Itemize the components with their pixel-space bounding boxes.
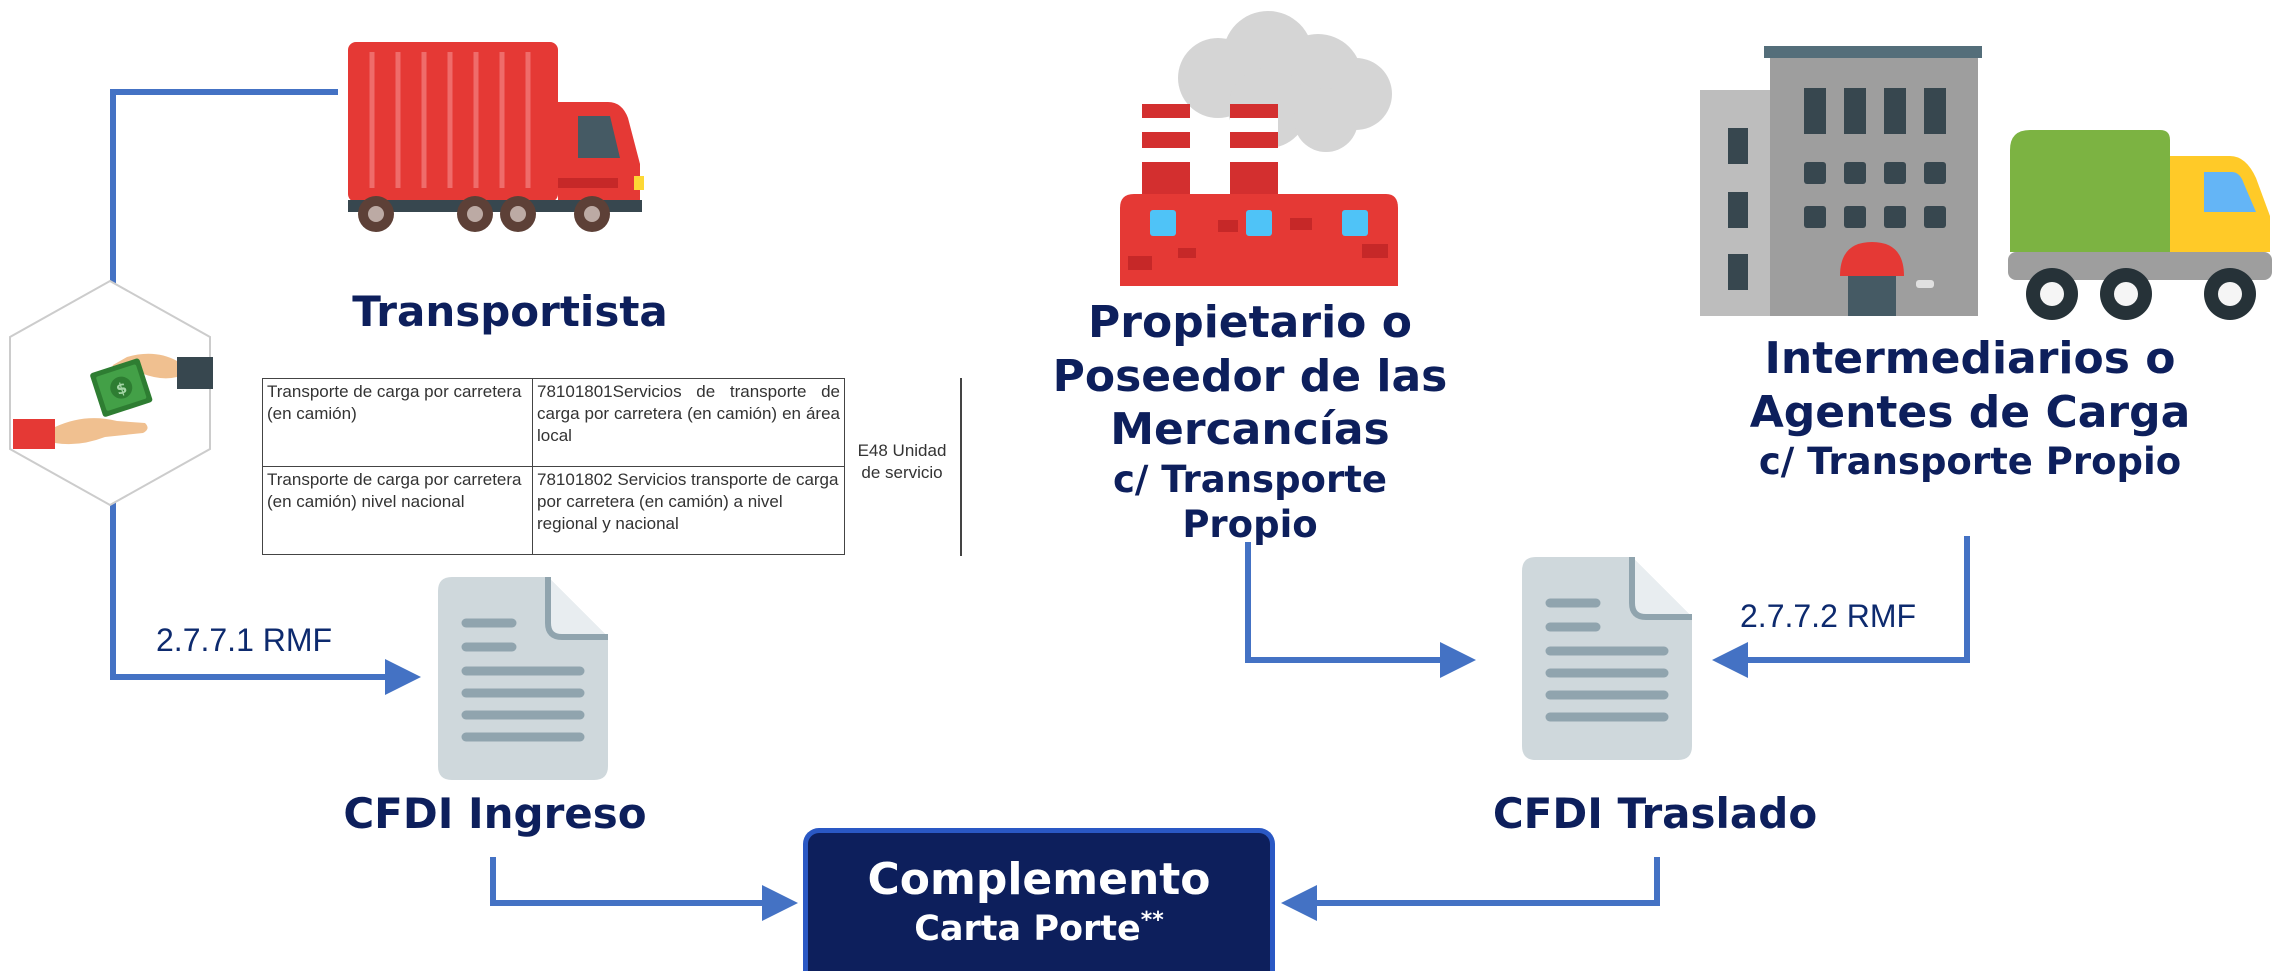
complemento-line-2: Carta Porte**	[808, 906, 1270, 953]
intermediarios-line-3: c/ Transporte Propio	[1758, 440, 2182, 484]
document-icon	[438, 577, 608, 780]
complemento-carta-porte-label: Carta Porte	[914, 908, 1141, 949]
propietario-line-3: Mercancías	[1110, 404, 1390, 456]
arrow-cfdi-ingreso-to-complemento	[490, 857, 798, 921]
factory-icon	[1120, 11, 1398, 286]
cfdi-ingreso-title: CFDI Ingreso	[343, 789, 647, 838]
rmf-traslado-label: 2.7.7.2 RMF	[1740, 598, 1917, 634]
cfdi-traslado-title: CFDI Traslado	[1492, 789, 1818, 838]
complemento-footnote-marker: **	[1140, 907, 1164, 933]
intermediarios-title: Intermediarios o Agentes de Carga c/ Tra…	[1720, 332, 2220, 484]
money-exchange-icon: $	[9, 279, 213, 507]
green-truck-icon	[2008, 130, 2272, 320]
complemento-line-1: Complemento	[867, 854, 1211, 905]
service-code-cell: 78101802 Servicios transporte de carga p…	[532, 466, 845, 555]
unit-of-measure-label: E48 Unidad de servicio	[857, 441, 947, 483]
arrow-intermediarios-to-cfdi-traslado	[1712, 536, 1970, 678]
intermediarios-line-1: Intermediarios o	[1764, 333, 2176, 384]
propietario-title: Propietario o Poseedor de las Mercancías…	[1040, 296, 1460, 547]
office-building-icon	[1700, 46, 1982, 316]
arrow-propietario-to-cfdi-traslado	[1245, 542, 1476, 678]
table-row: Transporte de carga por carretera (en ca…	[262, 378, 845, 467]
service-description-cell: Transporte de carga por carretera (en ca…	[262, 378, 533, 467]
arrow-cfdi-traslado-to-complemento	[1281, 857, 1660, 921]
table-divider-line	[960, 378, 962, 556]
rmf-ingreso-label: 2.7.7.1 RMF	[156, 622, 333, 658]
document-icon	[1522, 557, 1692, 760]
service-code-table: Transporte de carga por carretera (en ca…	[262, 378, 845, 555]
service-code-cell: 78101801Servicios de transporte de carga…	[532, 378, 845, 467]
propietario-line-2: Poseedor de las	[1052, 350, 1448, 402]
complemento-carta-porte-box: Complemento Carta Porte**	[803, 828, 1275, 971]
intermediarios-line-2: Agentes de Carga	[1749, 386, 2191, 438]
red-truck-icon	[348, 42, 644, 232]
propietario-line-1: Propietario o	[1088, 297, 1412, 348]
table-row: Transporte de carga por carretera (en ca…	[262, 466, 845, 555]
transportista-title: Transportista	[352, 287, 668, 336]
service-description-cell: Transporte de carga por carretera (en ca…	[262, 466, 533, 555]
propietario-line-4: c/ Transporte Propio	[1112, 458, 1387, 547]
